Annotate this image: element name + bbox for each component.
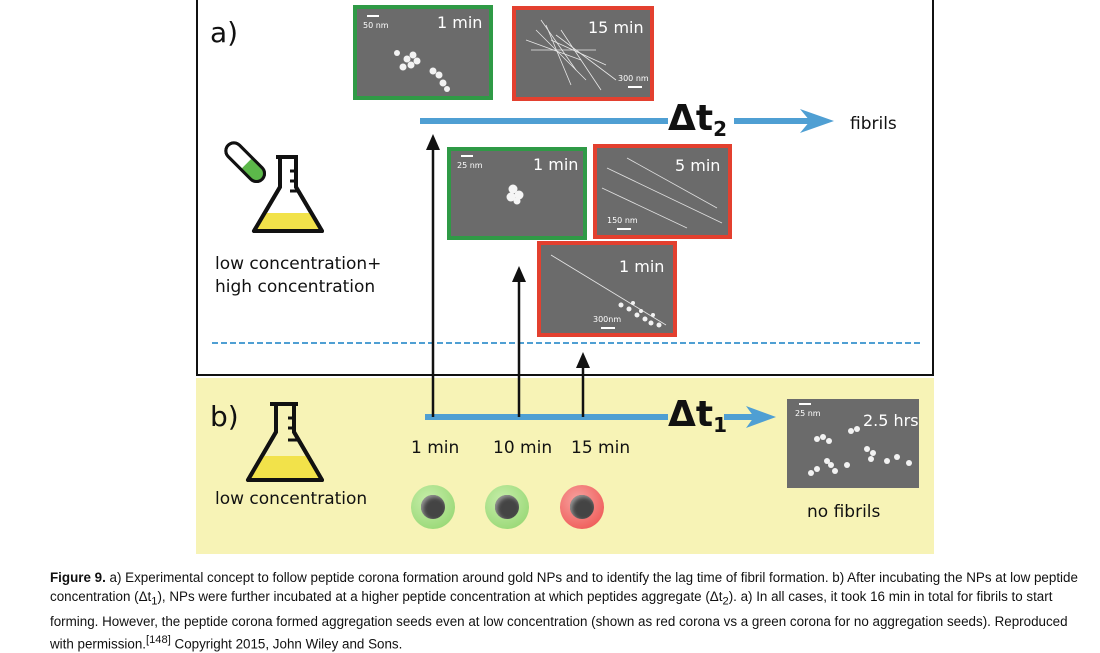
- time-label-1min: 1 min: [411, 438, 460, 458]
- status-light-red: [560, 485, 604, 529]
- panel-b-label: low concentration: [215, 489, 368, 509]
- panel-a-label-line2: high concentration: [215, 277, 376, 297]
- panel-b-letter: b): [210, 400, 239, 433]
- fibrils-label: fibrils: [850, 114, 897, 134]
- micrograph-15min-red: 15 min 300 nm: [512, 6, 654, 101]
- delta-t1-label: Δt1: [668, 394, 727, 437]
- panel-a-label-line1: low concentration+: [215, 254, 382, 274]
- micrograph-1min-green: 50 nm 1 min: [353, 5, 493, 100]
- no-fibrils-label: no fibrils: [807, 502, 881, 522]
- arrow-right-icon: [746, 406, 776, 428]
- status-light-green: [411, 485, 455, 529]
- micrograph-2-5hrs: 25 nm 2.5 hrs: [787, 399, 919, 488]
- reference[interactable]: [148]: [146, 633, 171, 646]
- status-light-green: [485, 485, 529, 529]
- time-label-15min: 15 min: [571, 438, 631, 458]
- flask-icon: [246, 402, 324, 482]
- figure-caption: Figure 9. a) Experimental concept to fol…: [50, 570, 1078, 652]
- micrograph-5min-red: 5 min 150 nm: [593, 144, 732, 239]
- arrow-right-icon: [800, 109, 834, 133]
- micrograph-1min-red: 1 min 300nm: [537, 241, 677, 337]
- panel-a-letter: a): [210, 16, 239, 49]
- time-label-10min: 10 min: [493, 438, 553, 458]
- timeline-diagram: [212, 109, 920, 428]
- delta-t2-label: Δt2: [668, 98, 727, 141]
- figure-label: Figure 9.: [50, 570, 106, 585]
- micrograph-1min-green-mid: 25 nm 1 min: [447, 147, 587, 240]
- flask-with-test-tube-icon: [224, 141, 324, 233]
